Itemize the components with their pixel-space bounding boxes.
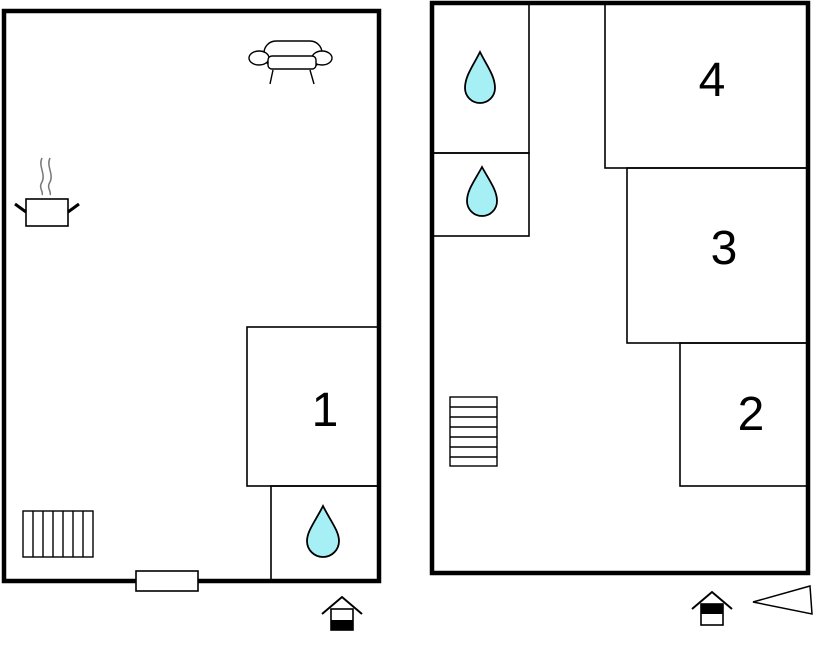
cooking-pot-icon xyxy=(14,157,80,227)
north-arrow-icon xyxy=(752,585,813,615)
radiator-icon xyxy=(22,510,94,558)
entrance-house-icon xyxy=(321,595,363,631)
floor-left: 1 xyxy=(1,8,382,631)
sofa-icon xyxy=(248,40,333,85)
door-bottom-left xyxy=(135,570,199,592)
room-2-label: 2 xyxy=(738,388,765,441)
bathroom-left-outline xyxy=(270,485,380,582)
room-4-label: 4 xyxy=(699,54,726,107)
stairs-icon xyxy=(449,396,498,467)
entrance-house-icon xyxy=(691,590,733,626)
room-2-outline xyxy=(679,342,809,487)
room-1-label: 1 xyxy=(312,384,339,437)
water-drop-icon xyxy=(466,165,498,217)
floor-right: 4 3 2 xyxy=(429,0,813,626)
room-3-label: 3 xyxy=(711,222,738,275)
water-drop-icon xyxy=(306,503,340,558)
floor-left-outer-wall xyxy=(1,8,382,584)
bathroom-right-bottom-outline xyxy=(431,152,530,237)
water-drop-icon xyxy=(464,49,496,104)
